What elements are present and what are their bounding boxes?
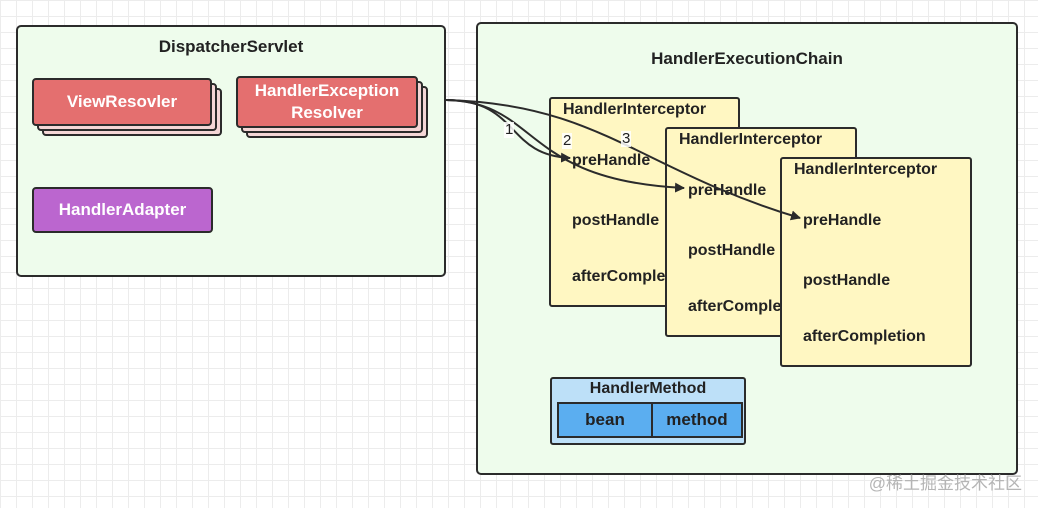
view-resolver-box[interactable]: ViewResovler: [32, 78, 212, 126]
post-handle-label: postHandle: [688, 242, 776, 259]
handler-interceptor-3[interactable]: HandlerInterceptor preHandle postHandle …: [780, 157, 972, 367]
pre-handle-label: preHandle: [688, 182, 767, 199]
after-completion-label: afterComple: [688, 298, 782, 315]
interceptor-title: HandlerInterceptor: [679, 131, 823, 148]
pre-handle-label: preHandle: [572, 152, 651, 169]
arrow-3: [445, 99, 801, 221]
arrow-2: [445, 99, 685, 193]
dispatcher-servlet-title: DispatcherServlet: [158, 37, 304, 56]
handler-execution-chain-title: HandlerExecutionChain: [651, 49, 843, 68]
bean-cell: bean: [557, 402, 653, 438]
handler-method-title: HandlerMethod: [589, 380, 707, 397]
exception-resolver-stack: HandlerException Resolver: [236, 76, 432, 140]
arrow-label-3: 3: [621, 130, 632, 147]
view-resolver-stack: ViewResovler: [32, 78, 226, 140]
pre-handle-label: preHandle: [803, 212, 882, 229]
handler-method-box[interactable]: HandlerMethod bean method: [550, 377, 746, 445]
handler-adapter-box[interactable]: HandlerAdapter: [32, 187, 213, 233]
exception-resolver-box[interactable]: HandlerException Resolver: [236, 76, 418, 128]
watermark: @稀土掘金技术社区: [868, 474, 1022, 493]
post-handle-label: postHandle: [572, 212, 660, 229]
method-cell: method: [651, 402, 743, 438]
interceptor-title: HandlerInterceptor: [563, 101, 707, 118]
dispatcher-servlet-panel: DispatcherServlet: [16, 25, 446, 277]
interceptor-title: HandlerInterceptor: [794, 161, 938, 178]
post-handle-label: postHandle: [803, 272, 891, 289]
arrow-label-1: 1: [504, 121, 515, 138]
after-completion-label: afterComple: [572, 268, 666, 285]
arrow-label-2: 2: [562, 132, 573, 149]
after-completion-label: afterCompletion: [803, 328, 926, 345]
